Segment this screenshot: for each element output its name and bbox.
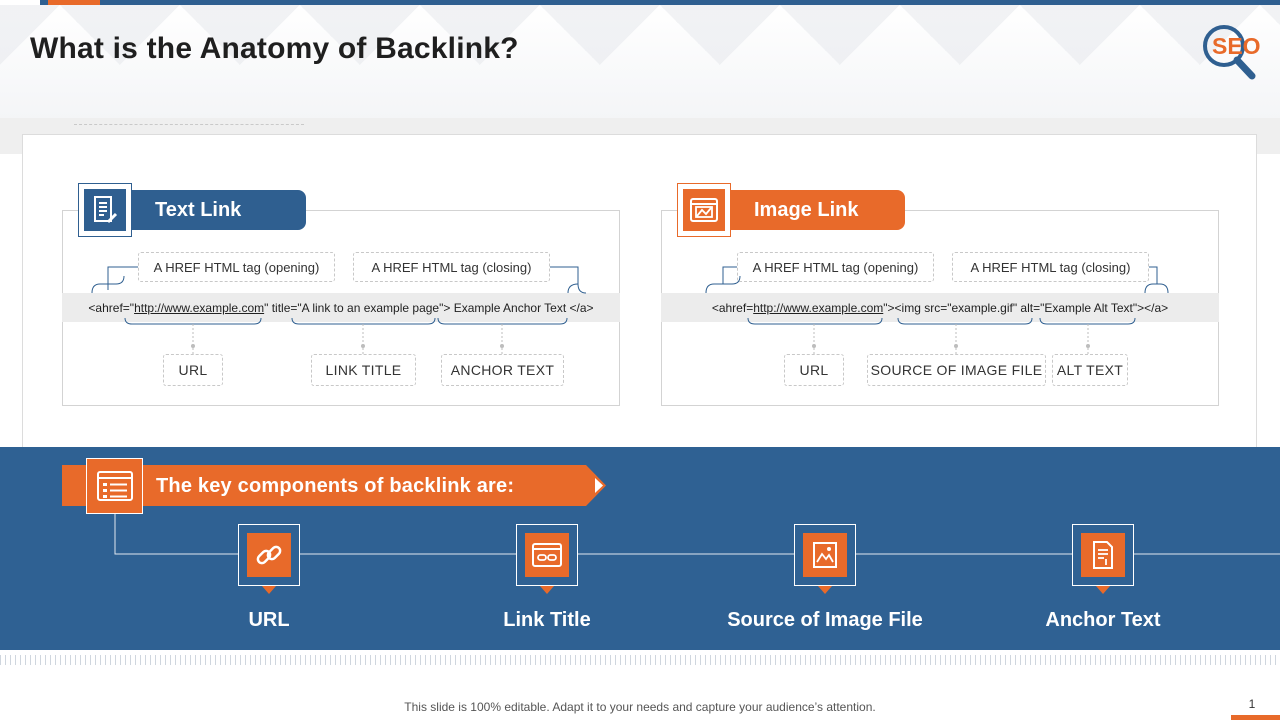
- anchor-text-component-label: Anchor Text: [1045, 609, 1161, 631]
- key-components-badge: [86, 458, 143, 514]
- link-title-component-pointer: [540, 586, 554, 594]
- text-link-tag-closing: A HREF HTML tag (closing): [353, 252, 550, 282]
- browser-link-icon: [532, 543, 562, 567]
- key-components-heading: The key components of backlink are:: [156, 475, 515, 497]
- browser-image-icon: [690, 198, 718, 222]
- anchor-text-component-icon-box: [1072, 524, 1134, 586]
- header-background: [0, 5, 1280, 120]
- key-components-banner: [62, 465, 606, 506]
- browser-list-icon: [96, 471, 133, 501]
- image-link-code-prefix: <ahref=: [711, 300, 754, 315]
- slide-title: What is the Anatomy of Backlink?: [30, 32, 519, 65]
- anchor-text-component-pointer: [1096, 586, 1110, 594]
- page-number: 1: [1248, 697, 1256, 711]
- image-link-heading: Image Link: [730, 190, 905, 230]
- text-link-tag-opening: A HREF HTML tag (opening): [138, 252, 335, 282]
- image-link-component-alt-text: ALT TEXT: [1052, 354, 1128, 386]
- text-link-badge: [78, 183, 132, 237]
- image-link-component-url: URL: [784, 354, 844, 386]
- top-accent-gap: [0, 0, 40, 5]
- chain-link-icon: [256, 545, 282, 565]
- link-title-component-icon-box: [516, 524, 578, 586]
- text-link-code: <ahref="http://www.example.com" title="A…: [62, 293, 620, 322]
- image-source-component-label: Source of Image File: [727, 609, 923, 631]
- text-link-heading: Text Link: [131, 190, 306, 230]
- link-title-component-label: Link Title: [503, 609, 591, 631]
- image-link-code: <ahref=http://www.example.com"><img src=…: [661, 293, 1219, 322]
- image-link-badge: [677, 183, 731, 237]
- image-link-component-image-source: SOURCE OF IMAGE FILE: [867, 354, 1046, 386]
- text-document-icon: [1093, 541, 1113, 569]
- footer-hatch-divider: [0, 655, 1280, 665]
- url-component-icon-box: [238, 524, 300, 586]
- image-source-component-pointer: [818, 586, 832, 594]
- url-component-label: URL: [248, 609, 290, 631]
- text-link-code-prefix: <ahref=": [88, 300, 135, 315]
- text-link-component-url: URL: [163, 354, 223, 386]
- url-component-pointer: [262, 586, 276, 594]
- decorative-dotted-line: [74, 124, 304, 130]
- image-source-component-icon-box: [794, 524, 856, 586]
- seo-magnifier-icon: SEO: [1203, 25, 1261, 80]
- seo-logo-text: SEO: [1212, 33, 1261, 59]
- text-link-code-suffix: " title="A link to an example page"> Exa…: [264, 300, 594, 315]
- image-file-icon: [813, 542, 837, 568]
- text-link-component-link-title: LINK TITLE: [311, 354, 416, 386]
- image-link-code-suffix: "><img src="example.gif" alt="Example Al…: [883, 300, 1169, 315]
- text-link-code-url: http://www.example.com: [134, 300, 265, 315]
- image-link-tag-opening: A HREF HTML tag (opening): [737, 252, 934, 282]
- document-pen-icon: [94, 196, 118, 224]
- text-link-component-anchor-text: ANCHOR TEXT: [441, 354, 564, 386]
- page-number-accent: [1231, 715, 1280, 720]
- seo-logo: SEO: [1200, 22, 1270, 82]
- top-accent-bar: [0, 0, 1280, 5]
- top-accent-orange: [48, 0, 100, 5]
- image-link-tag-closing: A HREF HTML tag (closing): [952, 252, 1149, 282]
- image-link-code-url: http://www.example.com: [753, 300, 884, 315]
- footer-note: This slide is 100% editable. Adapt it to…: [404, 700, 876, 714]
